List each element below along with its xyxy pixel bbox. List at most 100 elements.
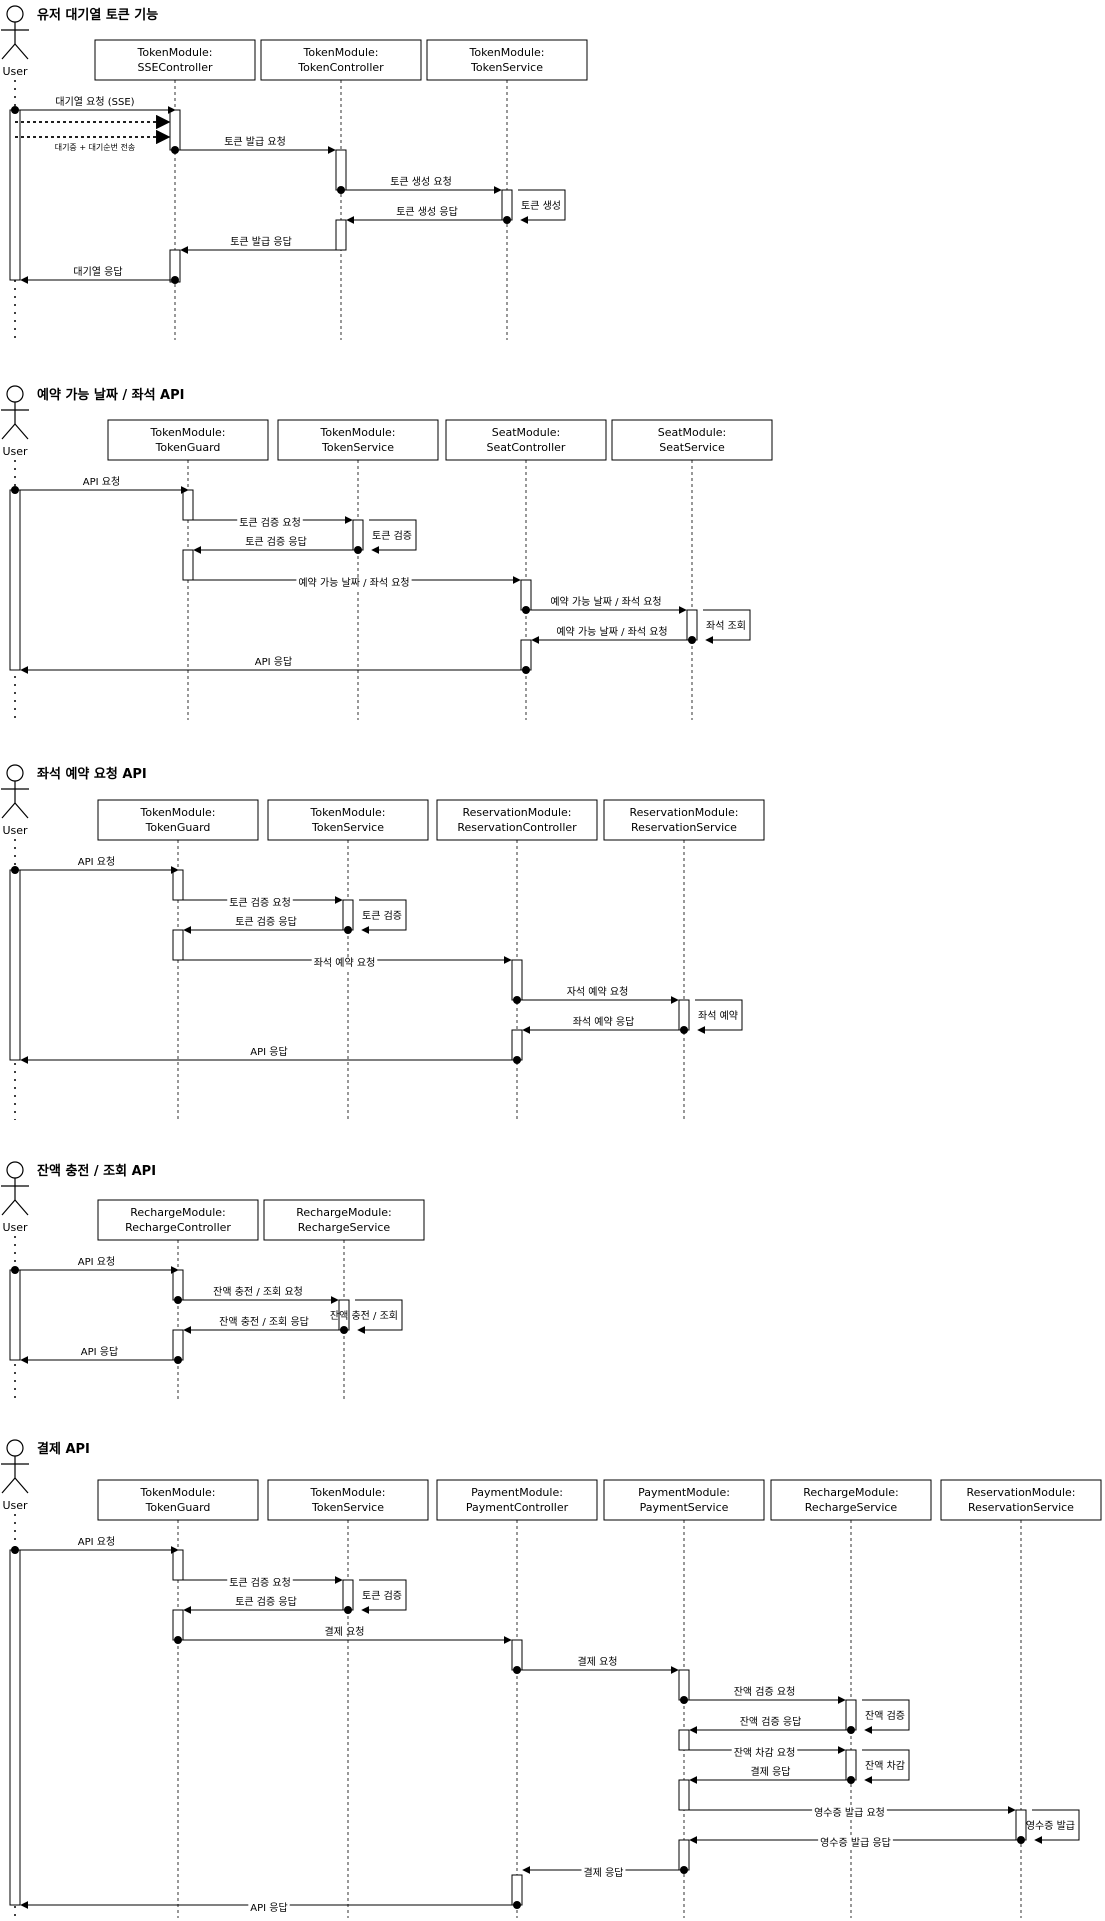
participant-box (97, 799, 259, 841)
self-message-arrow (518, 189, 566, 224)
message-label: 토큰 생성 응답 (396, 206, 458, 218)
participant-box (263, 1199, 425, 1241)
activation-bar (845, 1749, 857, 1781)
label-background (237, 517, 303, 529)
participant-box (603, 799, 765, 841)
participant-module: SeatModule: (658, 426, 727, 439)
actor-label: User (2, 824, 28, 837)
actor-head (6, 1161, 24, 1179)
self-message-arrow (695, 999, 743, 1034)
activation-bar (182, 549, 194, 581)
actor-leg (1, 802, 16, 819)
self-message-arrow (862, 1749, 910, 1784)
message-origin-dot (1017, 1836, 1025, 1844)
self-message-arrow (359, 1579, 407, 1614)
message-label: 예약 가능 날짜 / 좌석 요청 (556, 626, 667, 638)
user-actor-icon (1, 1161, 29, 1216)
activation-bar (678, 999, 690, 1031)
label-background (812, 1807, 887, 1819)
message-label: 좌석 조회 (706, 620, 746, 632)
label-background (296, 577, 412, 589)
participant-name: RechargeService (805, 1501, 898, 1514)
message-origin-dot (847, 1776, 855, 1784)
message-origin-dot (174, 1636, 182, 1644)
diagram-title: 유저 대기열 토큰 기능 (37, 7, 158, 23)
message-origin-dot (522, 666, 530, 674)
message-label: 잔액 충전 / 조회 응답 (219, 1316, 309, 1328)
activation-bar (511, 959, 523, 1001)
participant-name: SeatService (659, 441, 725, 454)
activation-bar (172, 1269, 184, 1301)
actor-leg (14, 1199, 29, 1216)
message-label: 결제 응답 (584, 1867, 624, 1879)
message-label: 결제 요청 (578, 1656, 618, 1668)
label-background (227, 1577, 293, 1589)
actor-label: User (2, 445, 28, 458)
label-background (311, 957, 378, 969)
message-label: 잔액 검증 요청 (734, 1686, 796, 1698)
participant-box (940, 1479, 1102, 1521)
message-label: API 요청 (78, 1536, 115, 1548)
message-origin-dot (337, 186, 345, 194)
participant-name: RechargeService (298, 1221, 391, 1234)
message-label: 잔액 충전 / 조회 요청 (213, 1286, 303, 1298)
participant-name: PaymentController (466, 1501, 569, 1514)
message-origin-dot (344, 926, 352, 934)
participant-module: TokenModule: (139, 806, 215, 819)
message-origin-dot (171, 146, 179, 154)
participant-box (97, 1479, 259, 1521)
participant-box (94, 39, 256, 81)
self-message-arrow (703, 609, 751, 644)
participant-name: ReservationService (631, 821, 737, 834)
user-actor-icon (1, 5, 29, 60)
message-label: 잔액 검증 (865, 1710, 905, 1722)
message-label: 잔액 검증 응답 (740, 1716, 802, 1728)
participant-module: TokenModule: (136, 46, 212, 59)
actor-leg (1, 1477, 16, 1494)
activation-bar (678, 1669, 690, 1701)
participant-module: TokenModule: (302, 46, 378, 59)
message-label: 토큰 검증 요청 (229, 1577, 291, 1589)
message-label: API 요청 (78, 856, 115, 868)
user-actor-icon (1, 385, 29, 440)
participant-module: RechargeModule: (130, 1206, 225, 1219)
message-label: 토큰 생성 요청 (390, 176, 452, 188)
actor-leg (14, 802, 29, 819)
message-label: 영수증 발급 요청 (814, 1807, 885, 1819)
participant-name: SeatController (487, 441, 566, 454)
message-label: 좌석 예약 응답 (573, 1016, 635, 1028)
participant-name: ReservationService (968, 1501, 1074, 1514)
message-origin-dot (174, 1356, 182, 1364)
message-origin-dot (513, 1901, 521, 1909)
user-actor-icon (1, 764, 29, 819)
participant-name: TokenService (321, 441, 394, 454)
message-origin-dot (680, 1696, 688, 1704)
message-label: 토큰 검증 요청 (229, 897, 291, 909)
diagram-title: 잔액 충전 / 조회 API (37, 1163, 156, 1179)
activation-bar (335, 219, 347, 251)
activation-bar (520, 639, 532, 671)
participant-box (267, 799, 429, 841)
participant-box (426, 39, 588, 81)
message-origin-dot (503, 216, 511, 224)
participant-module: PaymentModule: (638, 1486, 730, 1499)
message-label: API 응답 (255, 656, 292, 668)
label-background (227, 897, 293, 909)
actor-leg (1, 1199, 16, 1216)
activation-bar (678, 1729, 690, 1751)
actor-label: User (2, 65, 28, 78)
message-label: 잔액 충전 / 조회 (330, 1310, 398, 1322)
message-label: 토큰 검증 요청 (239, 517, 301, 529)
actor-label: User (2, 1221, 28, 1234)
message-label: 좌석 예약 (698, 1010, 738, 1022)
participant-module: TokenModule: (139, 1486, 215, 1499)
activation-bar (172, 1329, 184, 1361)
label-background (581, 1867, 626, 1879)
activation-bar (352, 519, 364, 551)
message-label: 결제 요청 (325, 1626, 365, 1638)
participant-module: TokenModule: (309, 1486, 385, 1499)
message-label: 영수증 발급 응답 (820, 1837, 891, 1849)
activation-bar (172, 1609, 184, 1641)
participant-module: ReservationModule: (463, 806, 572, 819)
